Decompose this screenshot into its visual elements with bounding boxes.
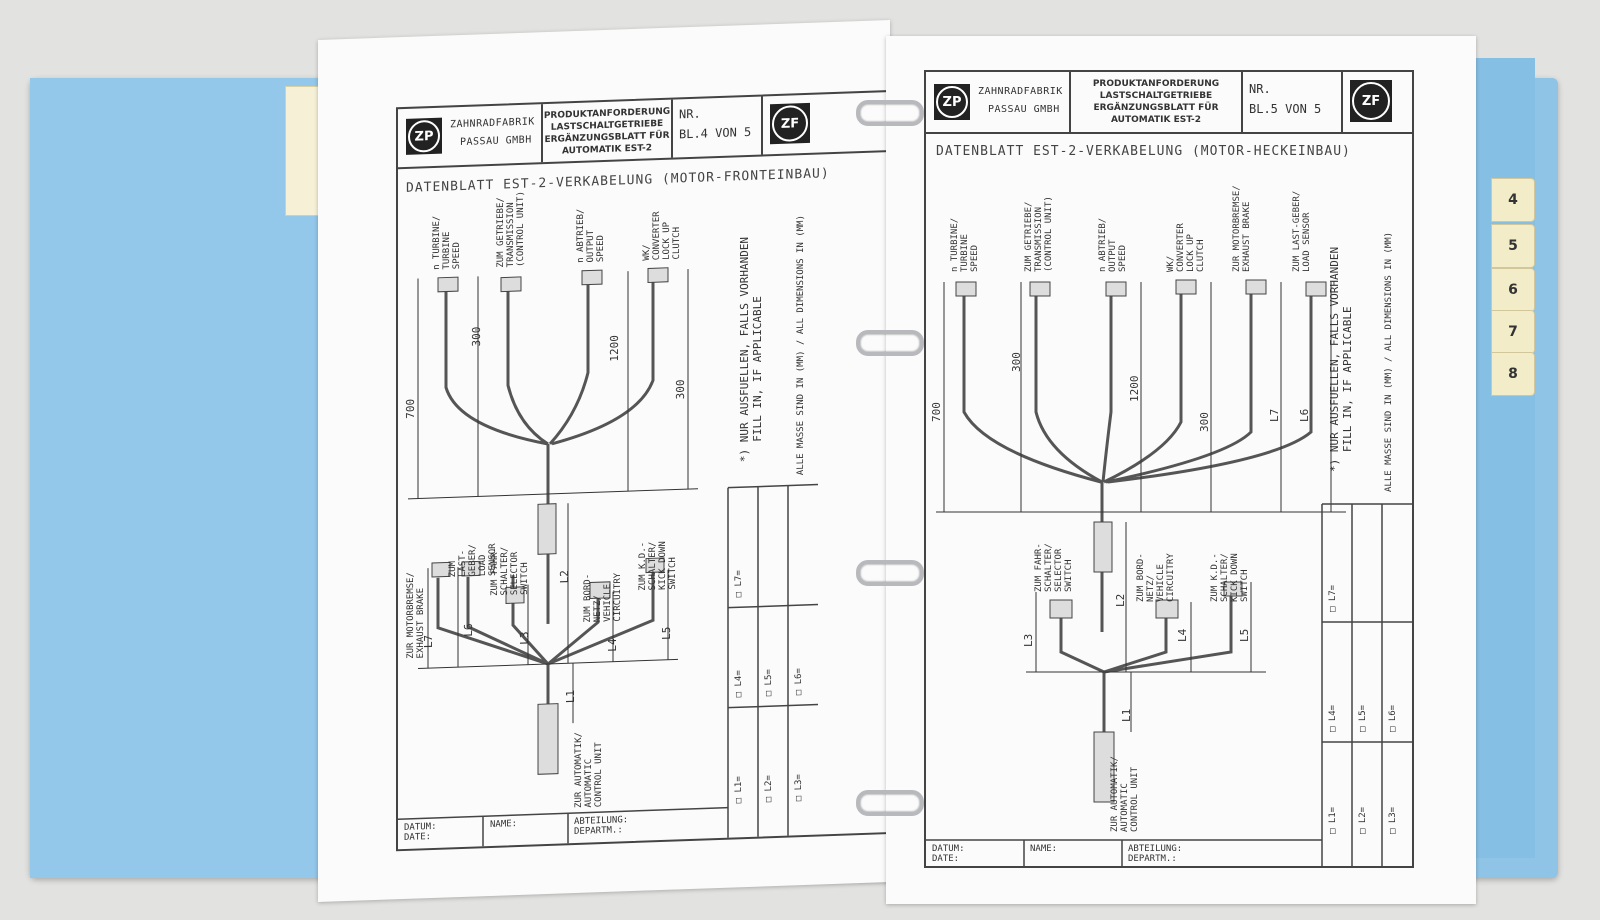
dim-label: 700 bbox=[404, 398, 417, 419]
dimensions-note: ALLE MASSE SIND IN (MM) / ALL DIMENSIONS… bbox=[1384, 231, 1394, 492]
sensor-label-turbine: n TURBINE/ TURBINE SPEED bbox=[950, 217, 980, 272]
field-l7[interactable]: □ L7= bbox=[734, 570, 744, 598]
dim-label: L5 bbox=[660, 626, 673, 641]
dim-label: 300 bbox=[1010, 352, 1023, 372]
sensor-label-selector-switch: ZUM FAHR- SCHALTER/ SELECTOR SWITCH bbox=[490, 546, 530, 596]
dim-label: 700 bbox=[930, 402, 943, 422]
left-sheet-frame: ZP ZAHNRADFABRIK PASSAU GMBH PRODUKTANFO… bbox=[396, 90, 890, 852]
dim-label: L1 bbox=[564, 689, 577, 704]
document-title: PRODUKTANFORDERUNG LASTSCHALTGETRIEBE ER… bbox=[1071, 72, 1243, 132]
right-page: ZP ZAHNRADFABRIK PASSAU GMBH PRODUKTANFO… bbox=[886, 36, 1476, 904]
binder-cover bbox=[30, 78, 331, 878]
field-l4[interactable]: □ L4= bbox=[1328, 704, 1338, 732]
zp-logo: ZP bbox=[934, 84, 970, 120]
fill-note: *) NUR AUSFUELLEN, FALLS VORHANDEN FILL … bbox=[738, 236, 764, 463]
sensor-label-turbine: n TURBINE/ TURBINE SPEED bbox=[432, 215, 462, 271]
field-l6[interactable]: □ L6= bbox=[1388, 704, 1398, 732]
sensor-label-transmission: ZUM GETRIEBE/ TRANSMISSION (CONTROL UNIT… bbox=[496, 190, 526, 268]
field-l4[interactable]: □ L4= bbox=[734, 670, 744, 698]
dim-label: L2 bbox=[1114, 593, 1127, 607]
sensor-label-converter: WK/ CONVERTER LOCK UP CLUTCH bbox=[1166, 223, 1206, 272]
dim-label: L4 bbox=[1176, 628, 1189, 642]
dim-label: L5 bbox=[1238, 628, 1251, 642]
divider-tab-8[interactable]: 8 bbox=[1491, 352, 1535, 396]
footer-name[interactable]: NAME: bbox=[490, 819, 518, 830]
dim-label: L3 bbox=[1022, 633, 1035, 647]
sensor-label-vehicle-circuitry: ZUM BORD- NETZ/ VEHICLE CIRCUITRY bbox=[1136, 553, 1176, 602]
dim-label: 300 bbox=[674, 379, 687, 400]
dim-label: L6 bbox=[462, 623, 475, 637]
field-l5[interactable]: □ L5= bbox=[764, 668, 774, 697]
field-l1[interactable]: □ L1= bbox=[734, 776, 744, 804]
sensor-label-selector-switch: ZUM FAHR- SCHALTER/ SELECTOR SWITCH bbox=[1034, 543, 1074, 592]
footer-department[interactable]: ABTEILUNG: DEPARTM.: bbox=[574, 815, 629, 838]
field-l7[interactable]: □ L7= bbox=[1328, 584, 1338, 612]
sensor-label-transmission: ZUM GETRIEBE/ TRANSMISSION (CONTROL UNIT… bbox=[1024, 196, 1054, 272]
sensor-label-output: n ABTRIEB/ OUTPUT SPEED bbox=[1098, 217, 1128, 272]
left-cable-bundle bbox=[436, 280, 655, 725]
field-l6[interactable]: □ L6= bbox=[794, 667, 804, 696]
field-l1[interactable]: □ L1= bbox=[1328, 806, 1338, 834]
field-l2[interactable]: □ L2= bbox=[764, 774, 774, 803]
binder-ring bbox=[856, 100, 924, 126]
divider-tab-5[interactable]: 5 bbox=[1491, 224, 1535, 268]
binder-ring bbox=[856, 330, 924, 356]
footer-department[interactable]: ABTEILUNG: DEPARTM.: bbox=[1128, 844, 1183, 864]
binder-ring bbox=[856, 560, 924, 586]
footer-date[interactable]: DATUM: DATE: bbox=[932, 844, 965, 864]
control-unit-label: ZUR AUTOMATIK/ AUTOMATIC CONTROL UNIT bbox=[1110, 756, 1140, 832]
right-wiring-diagram bbox=[926, 279, 1412, 866]
dimensions-note: ALLE MASSE SIND IN (MM) / ALL DIMENSIONS… bbox=[796, 214, 806, 476]
sensor-label-kickdown-switch: ZUM K.D.- SCHALTER/ KICK DOWN SWITCH bbox=[1210, 553, 1250, 602]
divider-tab-7[interactable]: 7 bbox=[1491, 310, 1535, 354]
divider-tab-4[interactable]: 4 bbox=[1491, 178, 1535, 222]
right-cable-bundle bbox=[962, 292, 1313, 752]
nr-label: NR. bbox=[1249, 82, 1271, 96]
datasheet-title: DATENBLATT EST-2-VERKABELUNG (MOTOR-HECK… bbox=[936, 144, 1351, 159]
dim-label: 300 bbox=[470, 326, 483, 347]
sensor-label-converter: WK/ CONVERTER LOCK UP CLUTCH bbox=[642, 211, 682, 261]
dim-label: L3 bbox=[518, 631, 531, 646]
field-l2[interactable]: □ L2= bbox=[1358, 806, 1368, 834]
field-l3[interactable]: □ L3= bbox=[1388, 806, 1398, 834]
sensor-label-vehicle-circuitry: ZUM BORD- NETZ/ VEHICLE CIRCUITRY bbox=[583, 572, 623, 623]
sheet-number: BL.5 VON 5 bbox=[1249, 102, 1322, 116]
footer-name[interactable]: NAME: bbox=[1030, 844, 1058, 854]
right-sheet-frame: ZP ZAHNRADFABRIK PASSAU GMBH PRODUKTANFO… bbox=[924, 70, 1414, 868]
field-l3[interactable]: □ L3= bbox=[794, 773, 804, 802]
sensor-label-output: n ABTRIEB/ OUTPUT SPEED bbox=[576, 208, 606, 263]
left-page: ZP ZAHNRADFABRIK PASSAU GMBH PRODUKTANFO… bbox=[318, 20, 890, 902]
control-unit-label: ZUR AUTOMATIK/ AUTOMATIC CONTROL UNIT bbox=[574, 731, 604, 809]
dim-label: 1200 bbox=[1128, 375, 1141, 403]
sensor-label-load-sensor: ZUM LAST-GEBER/ LOAD SENSOR bbox=[1292, 190, 1312, 272]
dim-label: 1200 bbox=[608, 334, 621, 362]
dim-label: L6 bbox=[1298, 408, 1311, 422]
left-wiring-diagram bbox=[398, 267, 818, 847]
company-city: PASSAU GMBH bbox=[988, 104, 1060, 115]
zf-logo: ZF bbox=[1350, 80, 1392, 122]
tab-divider-strip: 4 5 6 7 8 bbox=[1475, 58, 1535, 858]
divider-tab-6[interactable]: 6 bbox=[1491, 268, 1535, 312]
dim-label: L7 bbox=[422, 634, 435, 649]
company-name: ZAHNRADFABRIK bbox=[978, 86, 1063, 97]
right-header: ZP ZAHNRADFABRIK PASSAU GMBH PRODUKTANFO… bbox=[926, 72, 1412, 134]
fill-note: *) NUR AUSFUELLEN, FALLS VORHANDEN FILL … bbox=[1328, 246, 1354, 472]
dim-label: L4 bbox=[606, 638, 619, 652]
dim-label: 300 bbox=[1198, 412, 1211, 432]
footer-date[interactable]: DATUM: DATE: bbox=[404, 821, 437, 843]
dim-label: L1 bbox=[1120, 708, 1133, 722]
sensor-label-kickdown-switch: ZUM K.D.- SCHALTER/ KICK DOWN SWITCH bbox=[638, 540, 678, 591]
field-l5[interactable]: □ L5= bbox=[1358, 704, 1368, 732]
dim-label: L7 bbox=[1268, 408, 1281, 422]
dim-label: L2 bbox=[558, 569, 571, 584]
sensor-label-exhaust-brake: ZUR MOTORBREMSE/ EXHAUST BRAKE bbox=[1232, 185, 1252, 272]
binder-ring bbox=[856, 790, 924, 816]
